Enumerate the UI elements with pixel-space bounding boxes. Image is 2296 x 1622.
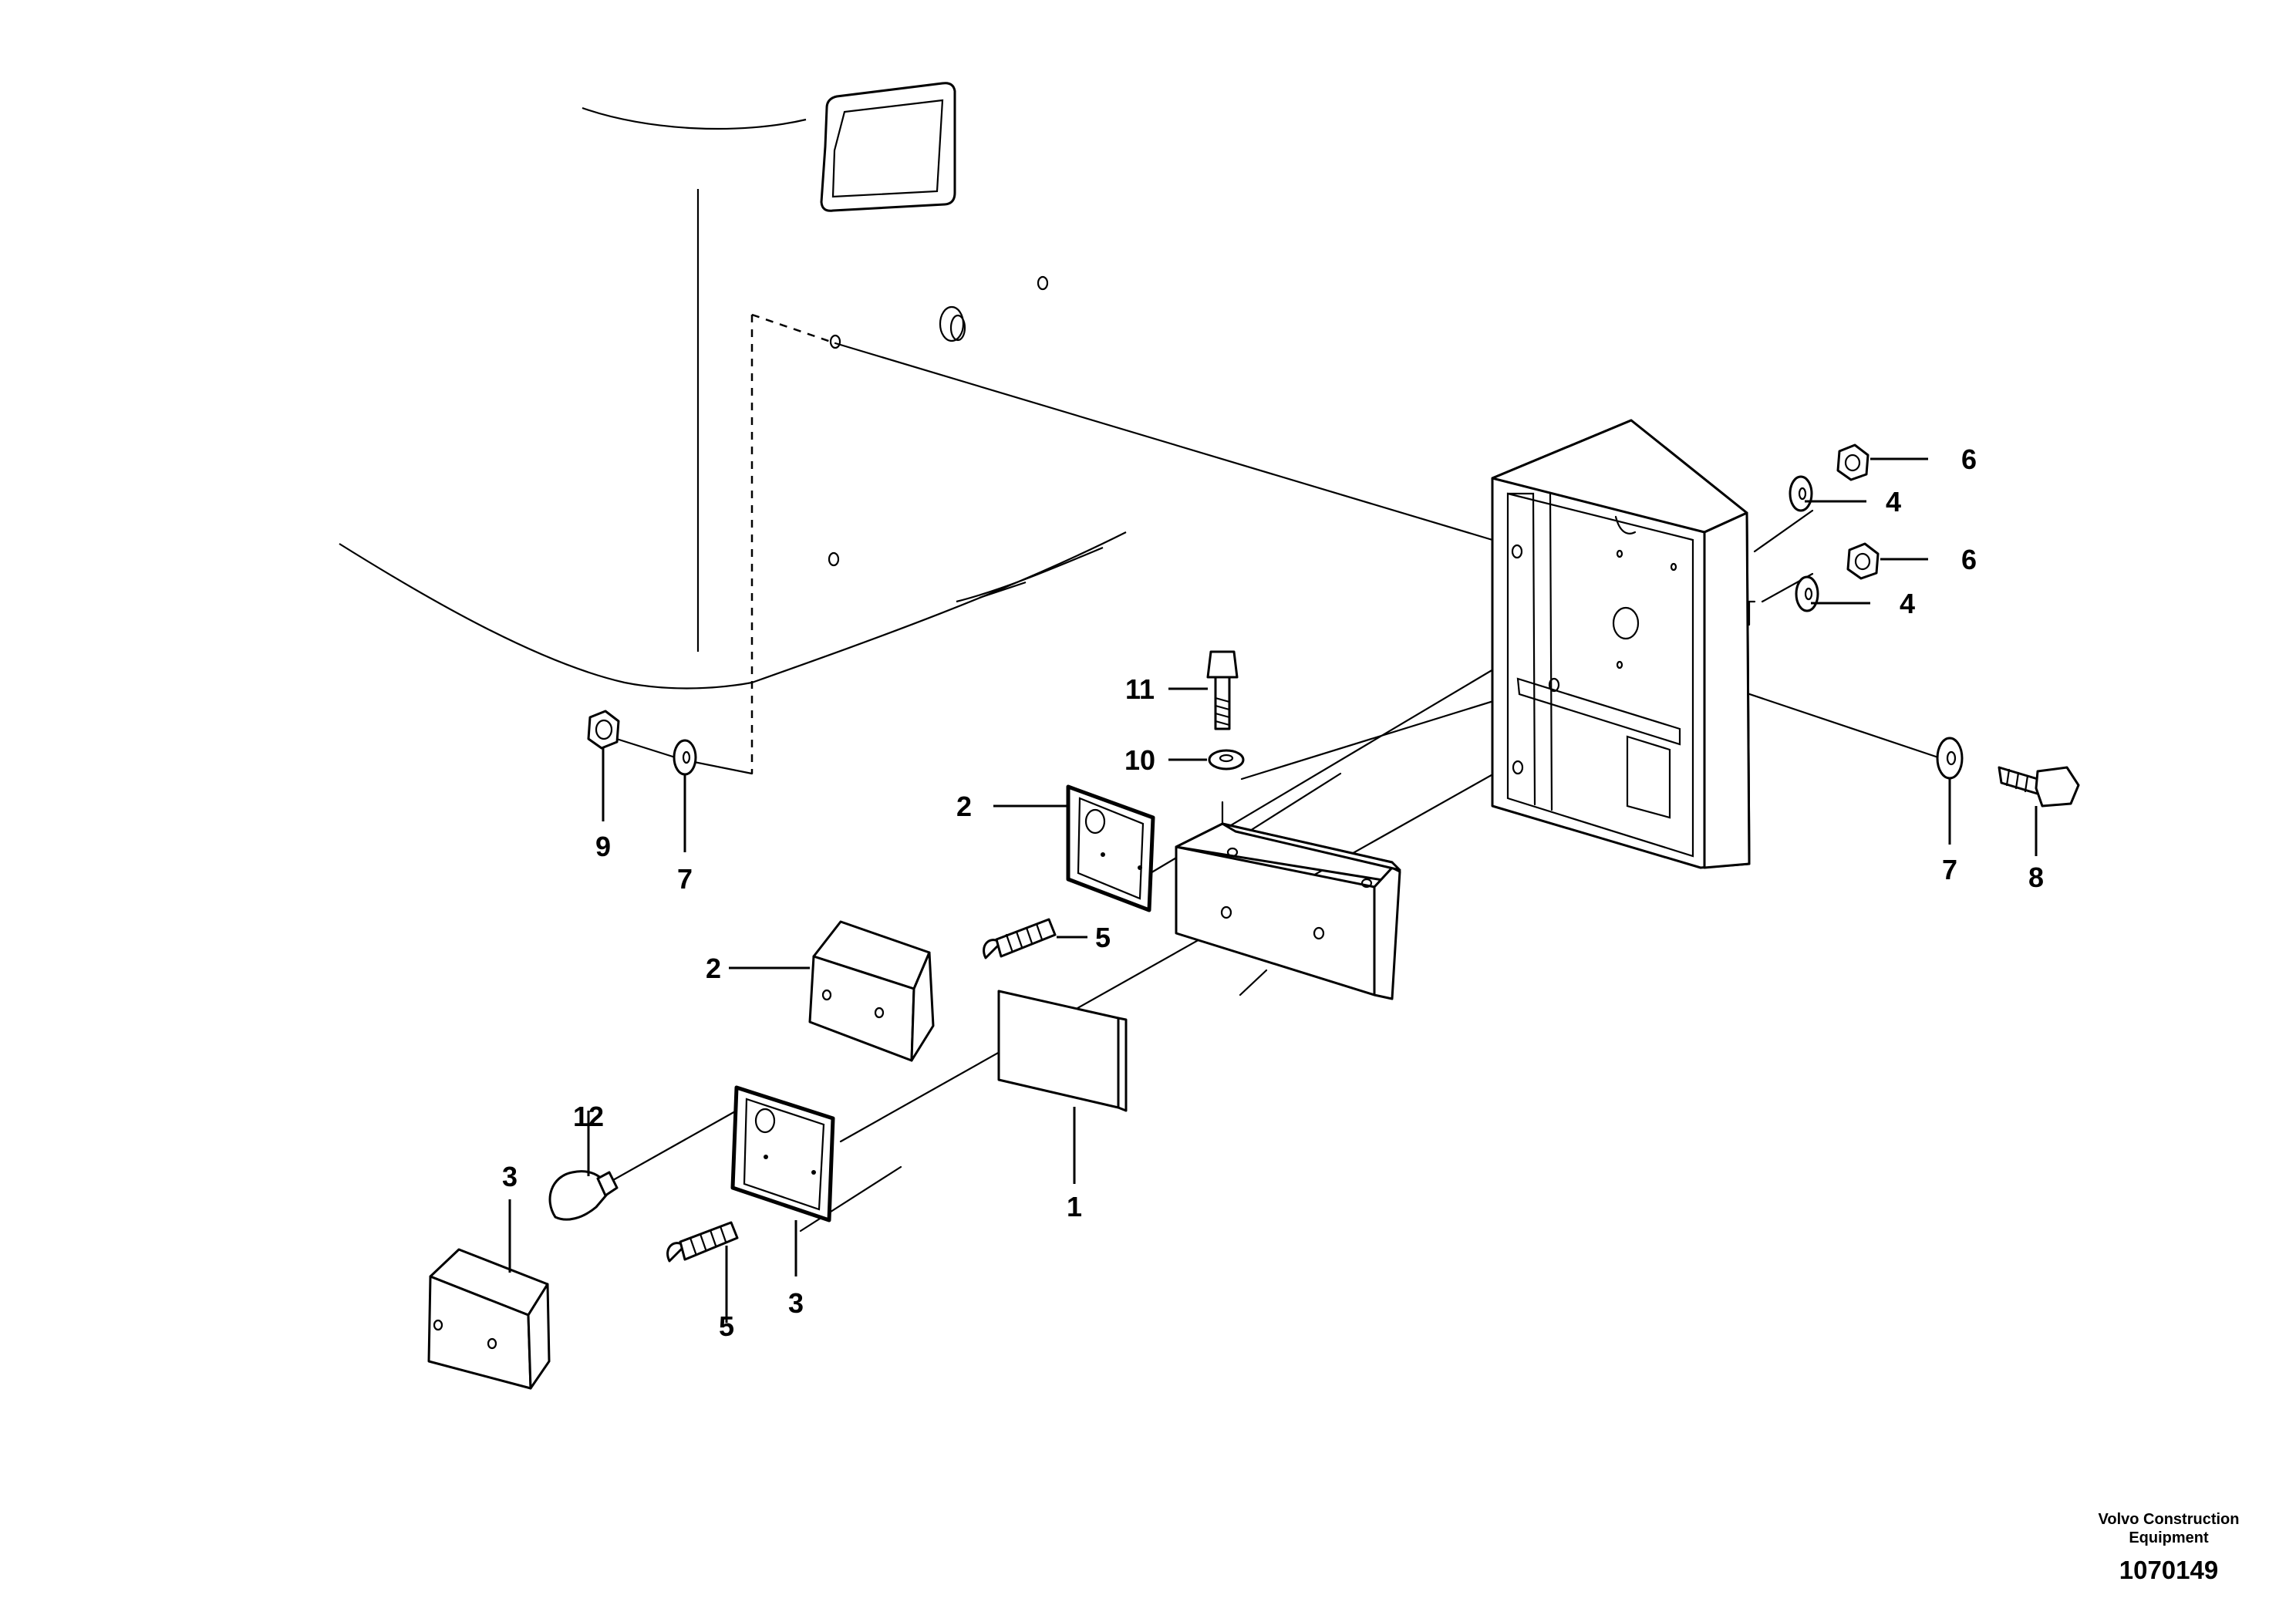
reflector-plate: [997, 990, 1128, 1112]
nut-6-upper: [1836, 443, 1870, 481]
label-4-upper: 4: [1886, 486, 1901, 518]
label-4-lower: 4: [1900, 588, 1915, 619]
washer-4-upper: [1789, 475, 1813, 512]
label-12: 12: [573, 1101, 604, 1132]
bolt-8: [1998, 766, 2080, 808]
bulb: [548, 1109, 738, 1221]
label-5-upper: 5: [1095, 922, 1111, 953]
part-labels: 1 2 2 3 3 4 4 5 5 6 6 7 7 8 9 10 11 12: [502, 443, 2044, 1342]
bolt-vertical: [1206, 650, 1239, 730]
label-10: 10: [1124, 744, 1155, 776]
label-11: 11: [1125, 673, 1155, 705]
machine-body: [339, 82, 1127, 690]
handle-recess: [820, 82, 956, 212]
label-2-upper: 2: [956, 791, 972, 822]
label-7-right: 7: [1942, 854, 1957, 885]
washer-7-left: [673, 739, 697, 776]
label-9: 9: [595, 831, 611, 862]
lamp-upper: [808, 920, 935, 1062]
screw-lower: [666, 1221, 739, 1263]
nut-6-lower: [1846, 542, 1880, 580]
drawing-number: 1070149: [2119, 1556, 2218, 1584]
lamp-lower: [427, 1248, 551, 1390]
washer-7-right: [1936, 737, 1964, 780]
label-6-upper: 6: [1961, 443, 1977, 475]
gasket-upper: [1066, 784, 1155, 912]
label-5-lower: 5: [719, 1310, 734, 1342]
footer: Volvo Construction Equipment 1070149: [2099, 1511, 2240, 1584]
label-3-left: 3: [502, 1161, 518, 1192]
label-8: 8: [2028, 862, 2044, 893]
footer-company-line2: Equipment: [2129, 1529, 2209, 1546]
gasket-lower: [730, 1085, 835, 1222]
label-2-lower: 2: [706, 953, 721, 984]
washer-4-lower: [1795, 575, 1819, 612]
label-6-lower: 6: [1961, 544, 1977, 575]
light-housing-box: [1491, 419, 1756, 869]
label-7-left: 7: [677, 863, 693, 895]
footer-company-line1: Volvo Construction: [2099, 1511, 2240, 1528]
label-1: 1: [1067, 1191, 1082, 1222]
label-3-right: 3: [788, 1287, 804, 1319]
washer-10: [1208, 749, 1245, 771]
screw-upper: [983, 918, 1057, 959]
nut-9: [587, 710, 620, 750]
mounting-bracket: [1175, 822, 1401, 1000]
leader-lines: [508, 457, 2038, 1323]
